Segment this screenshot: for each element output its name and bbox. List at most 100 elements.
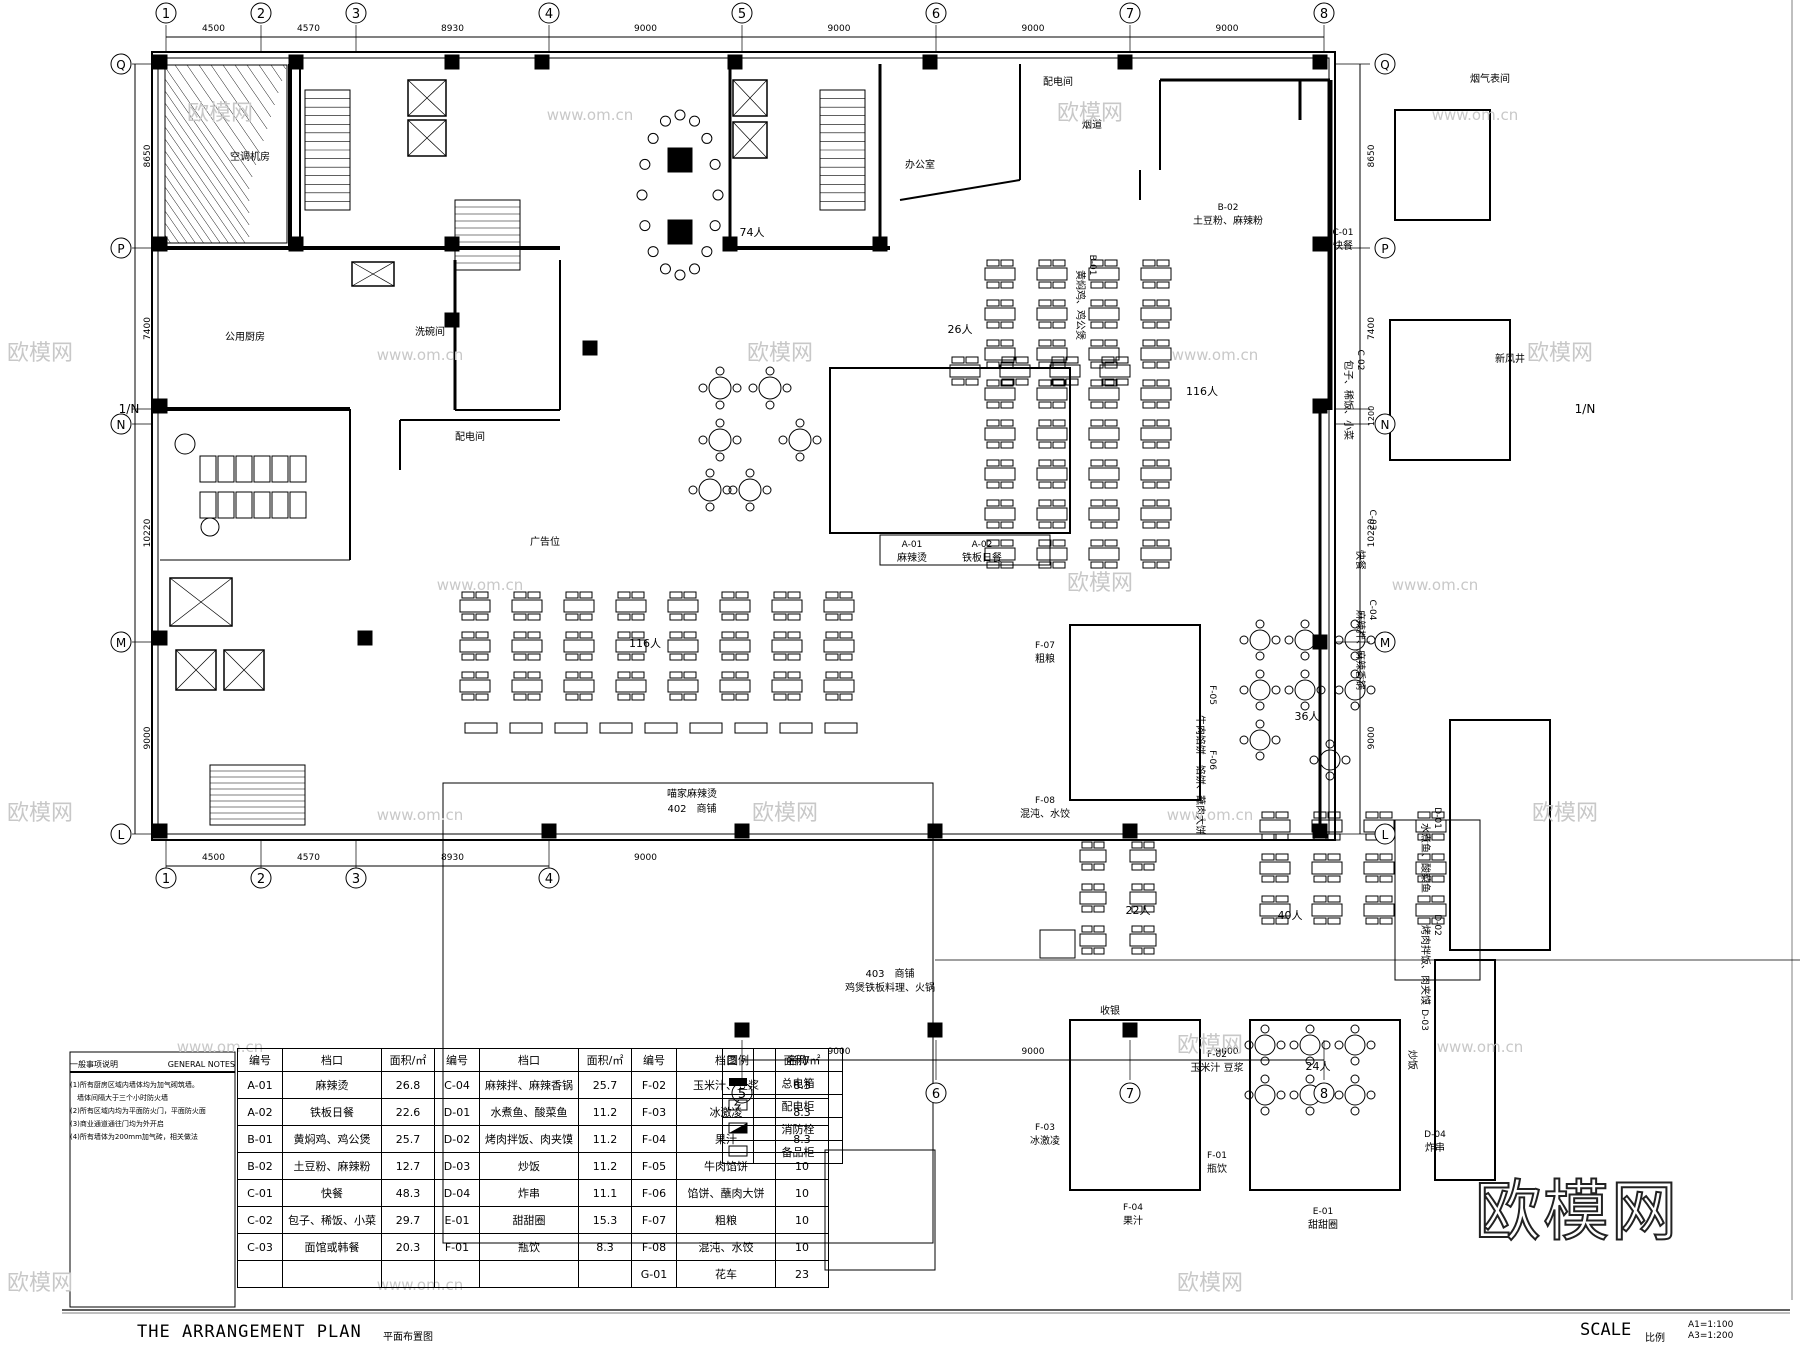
stool (1239, 735, 1249, 745)
grid-label-right: Q (1380, 58, 1389, 72)
toilet-stall (253, 455, 271, 483)
chair (1115, 378, 1129, 386)
chair (461, 693, 475, 701)
chair (1052, 281, 1066, 289)
chair (1051, 378, 1065, 386)
stool (709, 158, 721, 170)
dining-table (1140, 427, 1172, 441)
dining-table (1088, 307, 1120, 321)
chair (986, 339, 1000, 347)
schedule-cell: 22.6 (381, 1098, 435, 1126)
chair (825, 631, 839, 639)
dining-table (667, 639, 699, 653)
grid-bubble (731, 2, 753, 24)
chair (1038, 459, 1052, 467)
chair (475, 693, 489, 701)
round-table (1344, 1084, 1366, 1106)
stool (1260, 1074, 1270, 1084)
chair (1104, 401, 1118, 409)
schedule-header-cell: 档口 (479, 1048, 579, 1072)
hatch-line (222, 64, 268, 130)
counter-seat (509, 722, 543, 734)
chair (1379, 875, 1393, 883)
schedule-cell: 20.3 (381, 1233, 435, 1261)
stall-name-label: 玉米汁 豆浆 (1190, 1061, 1243, 1074)
dining-table (984, 387, 1016, 401)
chair (1090, 339, 1104, 347)
round-table (1344, 1034, 1366, 1056)
stool (647, 246, 659, 258)
hatch-line (234, 64, 272, 118)
stool (1255, 701, 1265, 711)
schedule-cell: F-06 (631, 1179, 677, 1207)
schedule-header-cell: 面积/㎡ (381, 1048, 435, 1072)
chair (1015, 378, 1029, 386)
chair (1313, 917, 1327, 925)
chair (986, 299, 1000, 307)
grid-bubble (110, 631, 132, 653)
schedule-cell: 26.8 (381, 1071, 435, 1099)
chair (1131, 863, 1143, 871)
stool (732, 435, 742, 445)
stool (778, 435, 788, 445)
chair (1156, 299, 1170, 307)
schedule-cell: 瓶饮 (479, 1233, 579, 1261)
elevator-cross (732, 79, 768, 117)
hatch-line (198, 64, 260, 154)
chair (1142, 419, 1156, 427)
chair (1417, 895, 1431, 903)
elevator-cross (351, 261, 395, 287)
hatch-line (270, 64, 283, 82)
dining-table (1088, 547, 1120, 561)
chair (1156, 379, 1170, 387)
stool (1255, 669, 1265, 679)
chair (1142, 321, 1156, 329)
chair (1156, 499, 1170, 507)
notes-frame (69, 1051, 236, 1308)
grid-bubble (1374, 823, 1396, 845)
stall-code-label: D-02 (1432, 914, 1442, 936)
chair (735, 613, 749, 621)
stall-name-label: 牛肉馅饼 (1194, 715, 1207, 755)
stall-name-label: 土豆粉、麻辣粉 (1193, 214, 1263, 227)
chair (1143, 925, 1155, 933)
round-table (1254, 1034, 1276, 1056)
dining-table (1311, 861, 1343, 875)
schedule-cell: B-02 (237, 1152, 283, 1180)
chair (1000, 299, 1014, 307)
chair (1052, 321, 1066, 329)
stool (1255, 751, 1265, 761)
structural-column (1117, 54, 1133, 70)
chair (1081, 947, 1093, 955)
dining-table (1415, 861, 1447, 875)
dining-table (1311, 819, 1343, 833)
grid-bubble (345, 867, 367, 889)
chair (1038, 299, 1052, 307)
seat-count-label: 26人 (948, 323, 973, 336)
spare-cabinet-icon (722, 1140, 754, 1164)
chair (1038, 259, 1052, 267)
schedule-cell (282, 1260, 382, 1288)
dining-table (949, 364, 981, 378)
dining-table (1088, 387, 1120, 401)
room-label: 烟气表间 (1470, 72, 1510, 85)
chair (579, 671, 593, 679)
hatch-line (164, 162, 221, 244)
schedule-cell: 10 (775, 1179, 829, 1207)
chair (1090, 561, 1104, 569)
chair (1365, 895, 1379, 903)
chair (565, 671, 579, 679)
watermark-text: 欧模网 (187, 101, 253, 126)
stall-code-label: F-06 (1207, 750, 1217, 770)
dimension-text: 9000 (1216, 1047, 1239, 1057)
stool (689, 115, 701, 127)
stool (1334, 635, 1344, 645)
toilet-stall (271, 491, 289, 519)
hatch-line (164, 90, 250, 214)
stool (647, 132, 659, 144)
schedule-cell: 48.3 (381, 1179, 435, 1207)
hatch-line (164, 234, 171, 244)
stool (1300, 619, 1310, 629)
structural-column (152, 630, 168, 646)
